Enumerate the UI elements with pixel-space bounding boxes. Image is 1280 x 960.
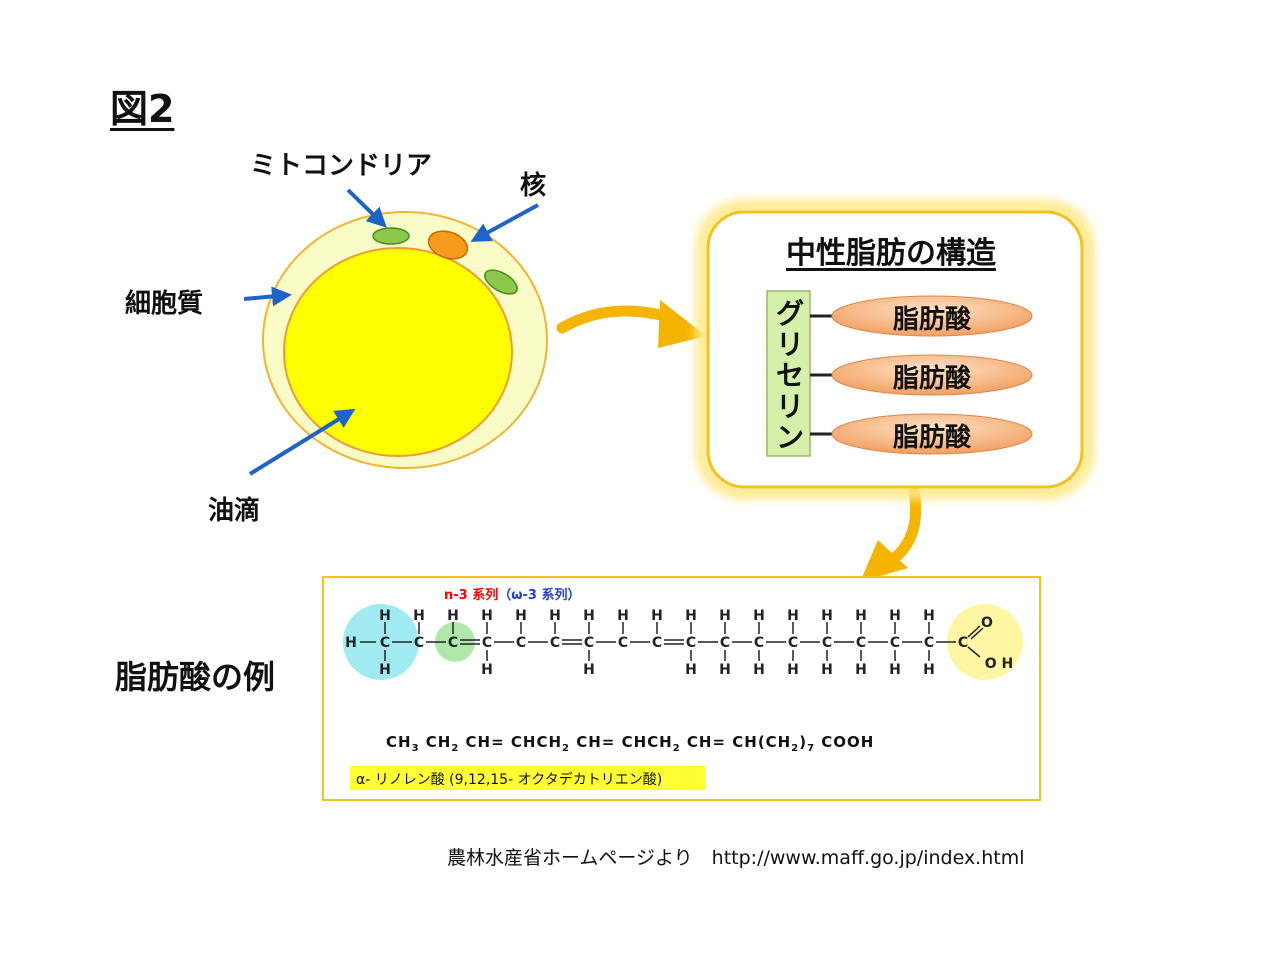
hydrogen-atom: H [855, 662, 867, 678]
fatty-acid-label-2: 脂肪酸 [892, 364, 971, 394]
cytoplasm-label: 細胞質 [125, 289, 204, 319]
hydrogen-atom: H [481, 608, 493, 624]
hydrogen-atom: H [651, 608, 663, 624]
carbon-atom: C [448, 635, 458, 651]
glycerol-box [766, 290, 811, 457]
series-label: n-3 系列（ω-3 系列） [444, 584, 581, 603]
hydrogen-atom: H [379, 662, 391, 678]
hydrogen-atom: H [889, 608, 901, 624]
omega3-series-text: （ω-3 系列） [498, 588, 581, 603]
hydrogen-atom: H [923, 662, 935, 678]
n3-series-text: n-3 系列 [444, 588, 499, 603]
hydrogen-atom: H [821, 662, 833, 678]
carbon-atom: C [584, 635, 594, 651]
panel-glow [696, 200, 1094, 499]
nucleus-pointer-arrow [470, 203, 539, 242]
flow-arrow-down [886, 484, 922, 566]
hydroxyl-group: O H [985, 656, 1014, 672]
fatty-acid-example-label: 脂肪酸の例 [115, 658, 276, 696]
linolenic-highlight-box [350, 766, 705, 790]
carbon-atom: C [822, 635, 832, 651]
cell-diagram [262, 211, 548, 469]
flow-arrow-right [556, 305, 678, 334]
carboxyl-carbon: C [958, 635, 968, 651]
hydrogen-atom: H [549, 608, 561, 624]
condensed-formula: CH3 CH2 CH= CHCH2 CH= CHCH2 CH= CH(CH2)7… [386, 733, 875, 754]
oil-pointer-arrow [248, 408, 356, 476]
hydrogen-atom: H [923, 608, 935, 624]
fatty-acid-label-1: 脂肪酸 [892, 305, 971, 335]
hydrogen-atom: H [583, 608, 595, 624]
hydrogen-atom: H [685, 662, 697, 678]
hydrogen-atom: H [719, 662, 731, 678]
mitochondrion-1 [372, 227, 410, 245]
carbonyl-bond [967, 625, 981, 638]
carbon-atom: C [618, 635, 628, 651]
carbon-atom: C [924, 635, 934, 651]
hydroxyl-bond [967, 646, 981, 658]
fatty-acid-capsule-3 [831, 413, 1033, 455]
hydrogen-atom: H [719, 608, 731, 624]
carbon-atom: C [754, 635, 764, 651]
hydrogen-atom: H [787, 662, 799, 678]
carboxyl-highlight [947, 604, 1023, 680]
structure-title: 中性脂肪の構造 [786, 236, 996, 271]
nucleus [427, 230, 469, 260]
hydrogen-atom: H [617, 608, 629, 624]
carbon-atom: C [550, 635, 560, 651]
mitochondrion-2 [484, 269, 518, 295]
flow-arrow-right-head [658, 300, 706, 348]
nucleus-label: 核 [520, 171, 547, 201]
oil-droplet-label: 油滴 [208, 496, 261, 526]
pointer-arrows [243, 188, 539, 476]
hydrogen-atom: H [889, 662, 901, 678]
carbonyl-oxygen: O [981, 615, 993, 631]
n3-bond-highlight [435, 622, 475, 662]
triglyceride-panel [696, 200, 1094, 499]
figure-title: 図2 [110, 87, 175, 131]
source-citation: 農林水産省ホームページより http://www.maff.go.jp/inde… [447, 847, 1025, 869]
mito-pointer-arrow [346, 188, 387, 228]
cytoplasm-pointer-arrow [243, 286, 292, 307]
fatty-acid-capsule-1 [831, 295, 1033, 337]
hydrogen-atom: H [787, 608, 799, 624]
hydrogen-atom: H [379, 608, 391, 624]
hydrogen-atom: H [753, 662, 765, 678]
glycerol-label: グリセリン [775, 297, 804, 454]
hydrogen-atom: H [481, 662, 493, 678]
carbon-atom: C [856, 635, 866, 651]
mitochondria-label: ミトコンドリア [250, 151, 433, 181]
hydrogen-atom: H [753, 608, 765, 624]
linolenic-acid-name: α- リノレン酸 (9,12,15- オクタデカトリエン酸) [356, 772, 663, 788]
hydrogen-atom: H [515, 608, 527, 624]
carbon-atom: C [890, 635, 900, 651]
hydrogen-atom: H [583, 662, 595, 678]
carbon-atom: C [414, 635, 424, 651]
carbon-atom: C [516, 635, 526, 651]
methyl-highlight [343, 604, 419, 680]
terminal-hydrogen: H [345, 635, 357, 651]
fatty-acid-capsule-2 [831, 354, 1033, 396]
fatty-acid-label-3: 脂肪酸 [892, 423, 971, 453]
example-frame [322, 576, 1041, 801]
hydrogen-atom: H [413, 608, 425, 624]
hydrogen-atom: H [855, 608, 867, 624]
carbon-atom: C [788, 635, 798, 651]
hydrogen-atom: H [821, 608, 833, 624]
carbon-atom: C [482, 635, 492, 651]
carbon-atom: C [686, 635, 696, 651]
flow-arrow-down-head [860, 540, 908, 582]
carbonyl-bond [970, 627, 984, 640]
hydrogen-atom: H [685, 608, 697, 624]
oil-droplet [283, 247, 513, 457]
carbon-atom: C [652, 635, 662, 651]
carbon-atom: C [380, 635, 390, 651]
carbon-atom: C [720, 635, 730, 651]
flow-arrows [556, 300, 922, 582]
hydrogen-atom: H [447, 608, 459, 624]
